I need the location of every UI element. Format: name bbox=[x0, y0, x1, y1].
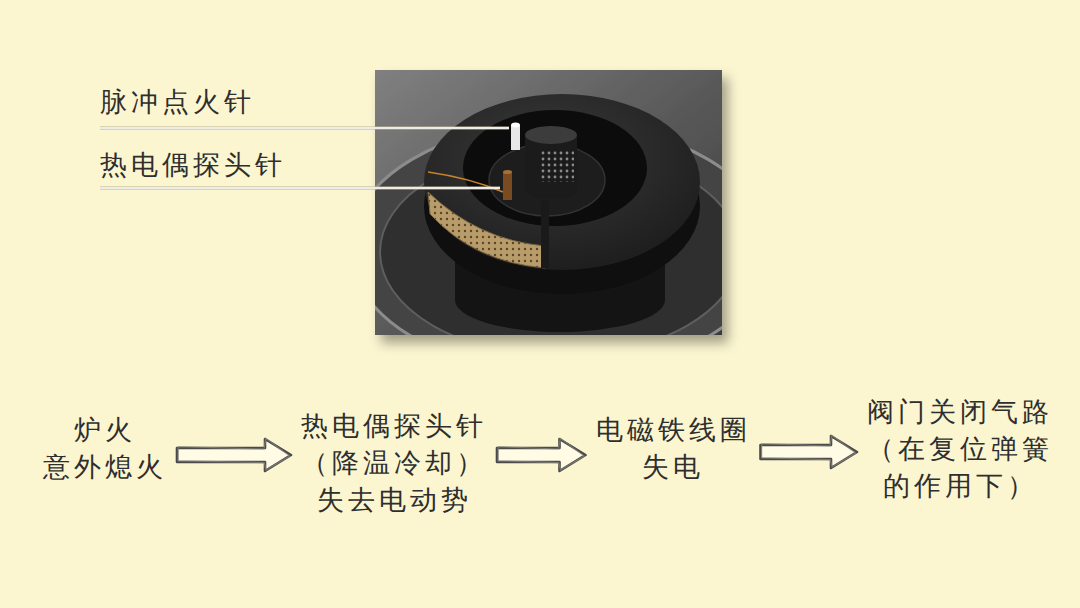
arrow-sketch bbox=[762, 435, 856, 467]
flow-arrow bbox=[761, 436, 858, 468]
flow-step: 阀门关闭气路 （在复位弹簧 的作用下） bbox=[857, 393, 1063, 504]
cutaway-band bbox=[428, 192, 545, 268]
flow-step: 炉火 意外熄火 bbox=[33, 411, 177, 485]
leader-line bbox=[100, 187, 500, 190]
ignition-pin bbox=[511, 125, 520, 150]
flow-arrow-group bbox=[761, 435, 858, 468]
leader-line bbox=[100, 127, 509, 130]
burner-photo bbox=[375, 94, 722, 335]
cutaway-face bbox=[541, 200, 549, 268]
step-text: 阀门关闭气路 （在复位弹簧 的作用下） bbox=[867, 393, 1053, 504]
flow-arrow-group bbox=[497, 438, 586, 471]
center-cap-bottom bbox=[525, 181, 577, 199]
ring-top bbox=[424, 94, 700, 270]
flow-step: 电磁铁线圈 失电 bbox=[586, 411, 761, 485]
flow-arrow bbox=[497, 439, 586, 471]
step-text: 热电偶探头针 （降温冷却） 失去电动势 bbox=[301, 407, 487, 518]
arrow-sketch bbox=[498, 438, 584, 470]
leader-lines bbox=[100, 128, 509, 188]
step-text: 炉火 意外熄火 bbox=[43, 411, 167, 485]
center-cap-top bbox=[525, 126, 577, 144]
leader-line bbox=[100, 127, 509, 129]
step-text: 电磁铁线圈 失电 bbox=[596, 411, 751, 485]
part-label: 热电偶探头针 bbox=[100, 148, 286, 182]
flow-arrow-group bbox=[177, 438, 291, 471]
flow-arrow bbox=[177, 439, 291, 471]
thermocouple-tip bbox=[503, 170, 512, 174]
part-label: 脉冲点火针 bbox=[100, 85, 255, 119]
ignition-pin-tip bbox=[511, 123, 520, 128]
center-cap-holes bbox=[540, 150, 574, 182]
leader-line bbox=[100, 187, 500, 189]
flow-step: 热电偶探头针 （降温冷却） 失去电动势 bbox=[291, 407, 497, 518]
arrow-sketch bbox=[178, 438, 290, 470]
thermocouple-probe bbox=[503, 172, 512, 200]
